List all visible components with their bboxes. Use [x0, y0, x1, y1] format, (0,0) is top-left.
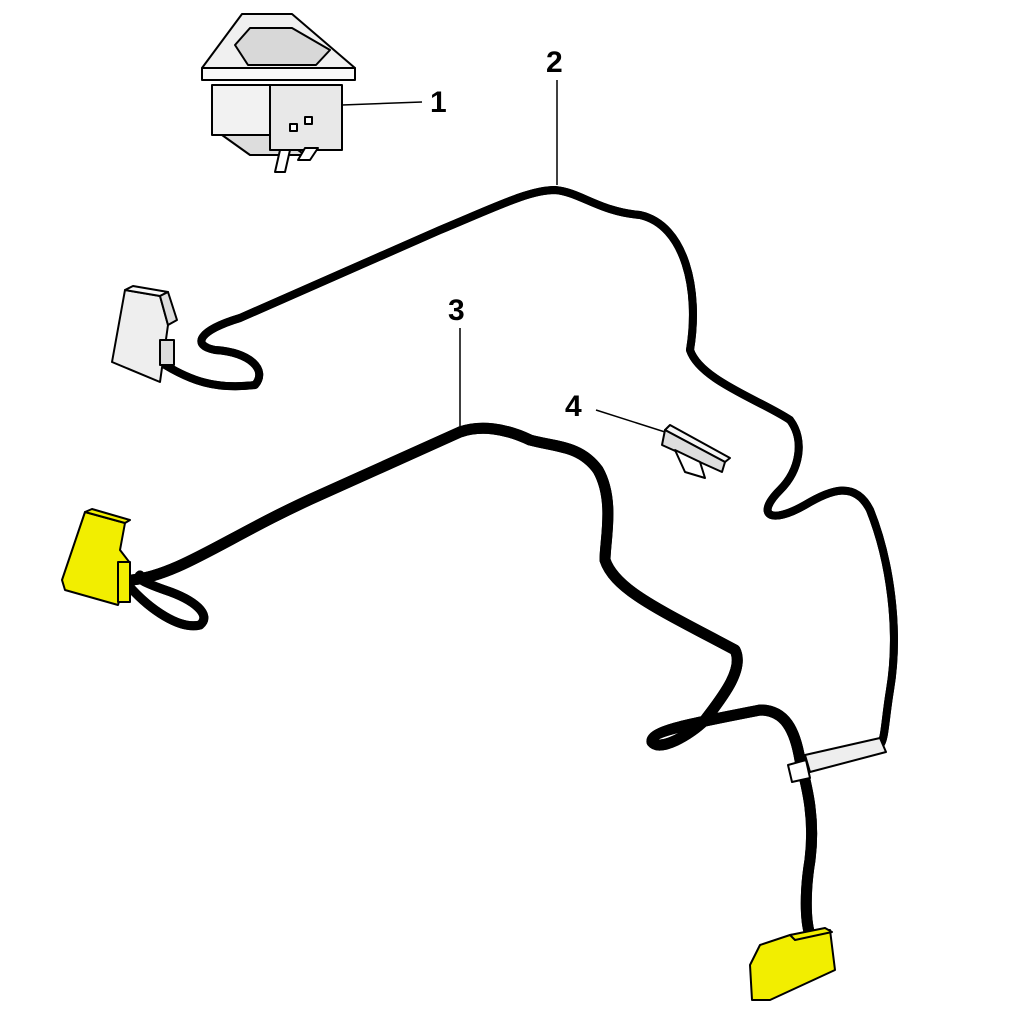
yellow-connector-left[interactable] — [61, 508, 131, 606]
leader-lines — [341, 80, 666, 433]
callout-3[interactable]: 3 — [448, 294, 465, 327]
yellow-connector-right[interactable] — [749, 927, 836, 1001]
callout-1[interactable]: 1 — [430, 86, 447, 119]
grey-connector[interactable] — [111, 285, 178, 383]
clip[interactable] — [661, 424, 731, 479]
yellow-wiring-harness[interactable] — [123, 428, 812, 941]
callout-2[interactable]: 2 — [546, 46, 563, 79]
rocker-switch[interactable] — [201, 13, 356, 173]
grey-wiring-harness[interactable] — [161, 186, 894, 773]
callout-4[interactable]: 4 — [565, 390, 582, 423]
